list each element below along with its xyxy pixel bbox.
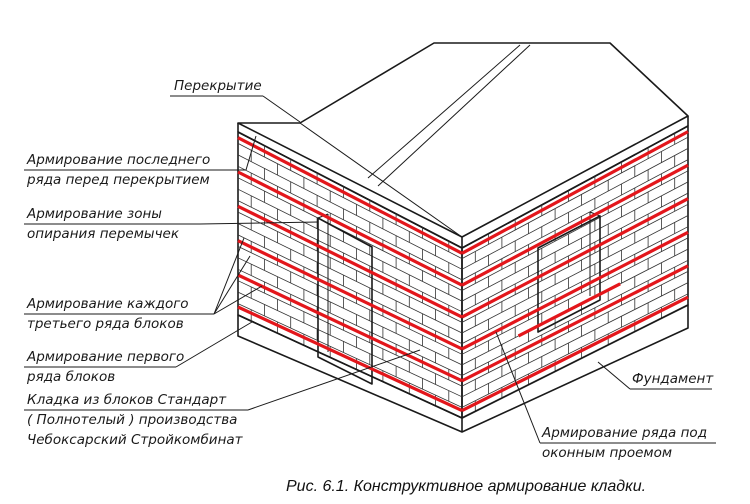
reinforcement-row [461, 197, 689, 319]
label-reinforcement-last-row-1: Армирование последнего [26, 152, 210, 168]
brick-course-line [237, 177, 463, 291]
brick-course-line [461, 159, 689, 281]
label-masonry-1: Кладка из блоков Стандарт [27, 392, 227, 408]
brick-course-line [461, 271, 689, 387]
reinforcement-row [517, 282, 621, 338]
brick-course-line [237, 223, 463, 334]
brick-course-line [461, 282, 689, 398]
brick-course-line [237, 143, 463, 259]
label-reinforcement-first-row-1: Армирование первого [26, 349, 184, 365]
brick-course-line [461, 293, 689, 408]
label-reinforcement-lintel-1: Армирование зоны [26, 206, 162, 222]
label-reinforcement-window-2: оконным проемом [542, 445, 672, 461]
brick-course-line [237, 291, 463, 398]
label-slab: Перекрытие [174, 78, 262, 94]
reinforcement-row [461, 295, 689, 413]
reinforcement-row [461, 230, 689, 351]
label-reinforcement-window-1: Армирование ряда под [541, 425, 707, 441]
brick-course-line [461, 181, 689, 302]
brick-course-line [461, 226, 689, 344]
label-masonry-2: ( Полнотелый ) производства [27, 412, 237, 428]
brick-course-line [237, 188, 463, 302]
brick-course-line [237, 246, 463, 355]
brick-course-line [461, 215, 689, 334]
brick-course-line [237, 211, 463, 323]
brick-course-line [461, 203, 689, 323]
reinforcement-rows [237, 130, 689, 413]
brick-courses-right [461, 133, 689, 412]
reinforcement-row [461, 163, 689, 287]
brick-courses-left [237, 143, 463, 408]
reinforcement-row [461, 130, 689, 255]
window-opening [537, 215, 601, 333]
brick-course-line [461, 259, 689, 376]
reinforcement-row [461, 264, 689, 383]
reinforcement-row [237, 305, 463, 413]
reinforcement-row [237, 136, 463, 255]
brick-course-line [461, 192, 689, 313]
brick-course-line [237, 165, 463, 281]
reinforcement-row [237, 273, 463, 383]
walls [237, 125, 689, 419]
label-reinforcement-first-row-2: ряда блоков [26, 369, 115, 385]
brick-course-line [237, 268, 463, 376]
brick-course-line [461, 170, 689, 291]
brick-course-line [461, 237, 689, 355]
label-reinforcement-every-third-2: третьего ряда блоков [27, 316, 184, 332]
brick-course-line [237, 280, 463, 387]
reinforcement-row [237, 170, 463, 287]
label-foundation: Фундамент [632, 371, 714, 387]
brick-course-line [237, 200, 463, 313]
leader-lines [24, 95, 716, 444]
label-reinforcement-every-third-1: Армирование каждого [26, 296, 189, 312]
brick-course-line [461, 136, 689, 259]
labels: Перекрытие Армирование последнего ряда п… [26, 78, 714, 495]
brick-course-line [461, 148, 689, 270]
brick-course-line [237, 303, 463, 408]
label-masonry-3: Чебоксарский Стройкомбинат [27, 432, 244, 448]
brick-course-line [237, 154, 463, 270]
figure-caption: Рис. 6.1. Конструктивное армирование кла… [286, 478, 646, 495]
label-reinforcement-lintel-2: опирания перемычек [27, 226, 180, 242]
brick-course-line [237, 257, 463, 366]
foundation [237, 304, 689, 433]
door-opening [317, 217, 373, 385]
reinforcement-row [237, 204, 463, 319]
label-reinforcement-last-row-2: ряда перед перекрытием [26, 172, 210, 188]
reinforcement-row [237, 239, 463, 351]
brick-course-line [237, 234, 463, 344]
